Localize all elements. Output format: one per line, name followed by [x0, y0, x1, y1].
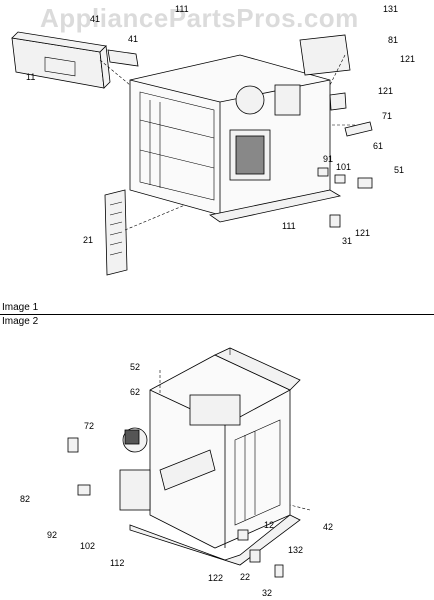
control-panel-part	[11, 31, 111, 89]
watermark: AppliancePartsPros.com	[40, 3, 359, 33]
callout: 101	[336, 162, 351, 172]
callout: 131	[383, 4, 398, 14]
callout: 72	[84, 421, 94, 431]
callout: 132	[288, 545, 303, 555]
callout: 91	[323, 154, 333, 164]
callout: 121	[378, 86, 393, 96]
image1-callouts: 41 41 111 131 81 121 11 121 71 61 91 101…	[26, 4, 415, 246]
callout: 71	[382, 111, 392, 121]
callout: 111	[175, 4, 189, 14]
connector-part-2	[334, 174, 346, 184]
latch-part	[344, 121, 373, 137]
bracket-part	[107, 49, 139, 67]
callout: 52	[130, 362, 140, 372]
callout: 32	[262, 588, 272, 598]
bracket-81-part	[299, 34, 351, 76]
callout: 111	[282, 221, 296, 231]
fuse-part	[329, 214, 341, 228]
callout: 112	[110, 558, 124, 568]
section-label: Image 2	[2, 316, 39, 327]
callout: 41	[90, 14, 100, 24]
callout: 122	[208, 573, 223, 583]
section-divider	[0, 314, 434, 315]
image2-callouts: 52 62 72 82 92 102 112 12 42 122 22 132 …	[20, 362, 333, 598]
vent-strip-part	[104, 189, 128, 276]
callout: 121	[355, 228, 370, 238]
section-label: Image 1	[2, 302, 39, 313]
callout: 41	[128, 34, 138, 44]
callout: 121	[400, 54, 415, 64]
callout: 22	[240, 572, 250, 582]
switch-part	[329, 92, 347, 111]
callout: 92	[47, 530, 57, 540]
callout: 21	[83, 235, 93, 245]
terminal-part	[357, 177, 373, 189]
callout: 31	[342, 236, 352, 246]
cabinet-part	[129, 54, 342, 223]
callout: 12	[264, 520, 274, 530]
callout: 102	[80, 541, 95, 551]
exploded-view-2	[67, 347, 311, 578]
callout: 51	[394, 165, 404, 175]
callout: 42	[323, 522, 333, 532]
callout: 11	[26, 72, 35, 82]
callout: 62	[130, 387, 140, 397]
callout: 82	[20, 494, 30, 504]
callout: 61	[373, 141, 383, 151]
connector-part	[317, 167, 329, 177]
callout: 81	[388, 35, 398, 45]
